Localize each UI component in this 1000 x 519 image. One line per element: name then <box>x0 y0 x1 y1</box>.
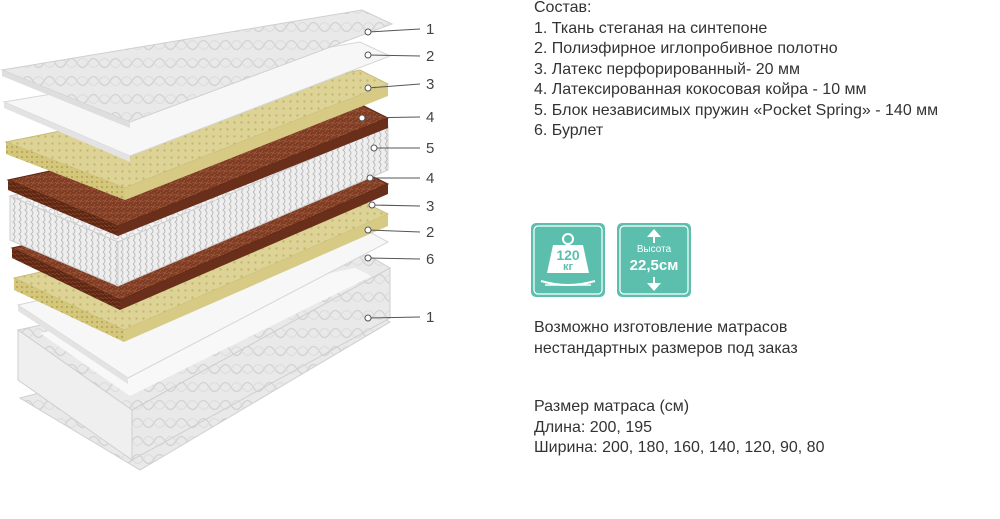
callout-line <box>367 316 421 319</box>
weight-unit: кг <box>562 261 574 273</box>
composition-item-5: 5. Блок независимых пружин «Pocket Sprin… <box>534 101 939 119</box>
callout-labels: 1 2 3 4 5 4 3 2 6 1 <box>426 21 434 326</box>
size-title: Размер матраса (см) <box>534 398 690 415</box>
callout-lines <box>358 28 421 322</box>
callout-dot <box>358 114 366 122</box>
top-fabric-layer <box>0 9 394 128</box>
callout-line <box>367 229 421 233</box>
weight-badge: 120 кг <box>531 223 605 297</box>
callout-line <box>361 116 421 119</box>
callout-number: 5 <box>426 140 434 157</box>
callout-number: 3 <box>426 198 434 215</box>
height-label: Высота <box>636 244 672 255</box>
callout-line <box>367 83 421 89</box>
callout-dot <box>364 226 372 234</box>
height-arrows-icon <box>619 225 689 295</box>
composition-item-2: 2. Полиэфирное иглопробивное полотно <box>534 40 838 57</box>
callout-dot <box>364 314 372 322</box>
composition-heading: Состав: <box>534 0 592 16</box>
composition-item-4: 4. Латексированная кокосовая койра - 10 … <box>534 81 867 98</box>
callout-number: 6 <box>426 251 434 268</box>
callout-dot <box>364 51 372 59</box>
callout-number: 1 <box>426 21 434 38</box>
callout-line <box>367 54 421 57</box>
height-value: 22,5см <box>629 257 679 274</box>
callout-dot <box>364 84 372 92</box>
composition-item-6: 6. Бурлет <box>534 122 604 139</box>
height-badge: Высота 22,5см <box>617 223 691 297</box>
callout-line <box>371 204 421 207</box>
callout-number: 2 <box>426 224 434 241</box>
size-width: Ширина: 200, 180, 160, 140, 120, 90, 80 <box>534 439 825 456</box>
callout-dot <box>364 28 372 36</box>
callout-number: 4 <box>426 170 434 187</box>
callout-dot <box>364 254 372 262</box>
callout-dot <box>366 174 374 182</box>
mattress-layers-illustration: 1 2 3 4 5 4 3 2 6 1 <box>0 9 434 471</box>
callout-dot <box>370 144 378 152</box>
size-length: Длина: 200, 195 <box>534 418 653 436</box>
custom-note-line-1: Возможно изготовление матрасов <box>534 319 788 336</box>
callout-number: 1 <box>426 309 434 326</box>
weight-value: 120 <box>556 247 580 263</box>
callout-number: 3 <box>426 76 434 93</box>
callout-dot <box>368 201 376 209</box>
composition-item-3: 3. Латекс перфорированный- 20 мм <box>534 60 801 78</box>
weight-icon <box>533 225 603 295</box>
callout-number: 4 <box>426 109 434 126</box>
custom-note-line-2: нестандартных размеров под заказ <box>534 339 798 357</box>
callout-line <box>367 28 421 33</box>
callout-number: 2 <box>426 48 434 65</box>
composition-item-1: 1. Ткань стеганая на синтепоне <box>534 19 768 37</box>
callout-line <box>367 257 421 260</box>
